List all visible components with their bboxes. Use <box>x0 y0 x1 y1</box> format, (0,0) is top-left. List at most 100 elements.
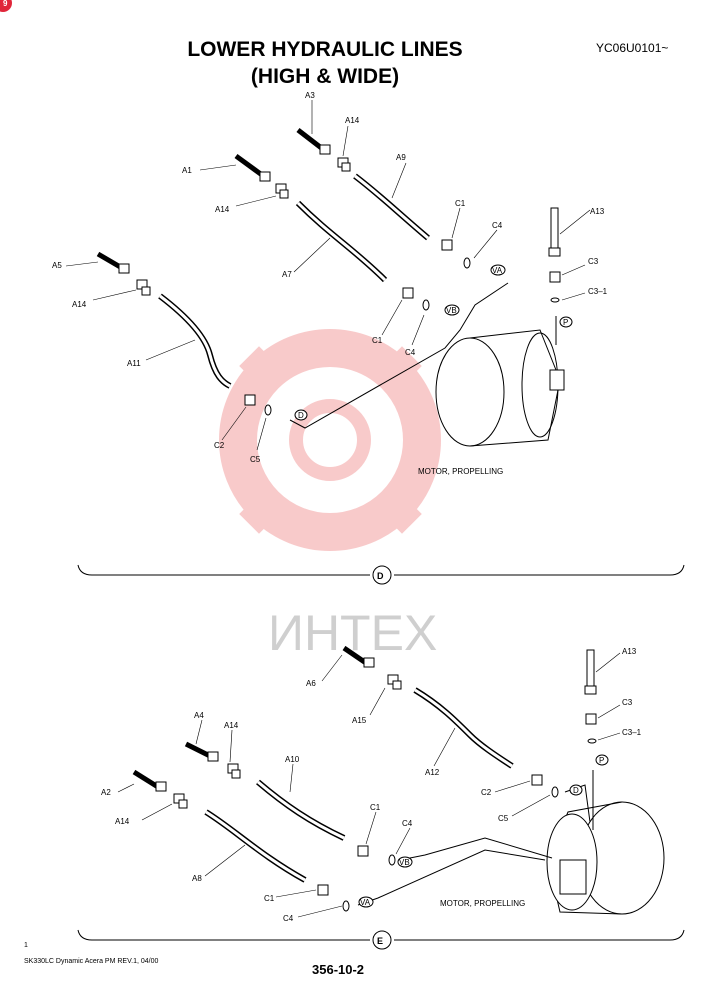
label-a14: A14 <box>224 721 239 730</box>
port-va: VA <box>360 898 371 907</box>
section-bracket-d <box>77 564 685 585</box>
label-c3: C3 <box>622 698 633 707</box>
labels-e: A6 A13 C3 C3–1 A15 A4 A14 A12 A10 C2 A2 … <box>101 647 642 923</box>
label-c1: C1 <box>372 336 383 345</box>
fitting-a14-top <box>337 157 351 172</box>
label-a14: A14 <box>345 116 360 125</box>
port-vb: VB <box>399 858 410 867</box>
label-c2: C2 <box>481 788 492 797</box>
bolt-a2 <box>132 769 167 792</box>
guide-line-e-va <box>357 849 546 906</box>
propelling-motor-e <box>546 801 665 915</box>
footer-number: 1 <box>24 942 28 949</box>
label-c3-1: C3–1 <box>622 728 642 737</box>
oring-c5 <box>264 404 272 416</box>
fitting-c1-e-upper <box>357 845 369 857</box>
label-a12: A12 <box>425 768 440 777</box>
label-a11: A11 <box>127 359 141 368</box>
page-number: 356-10-2 <box>312 962 365 977</box>
fitting-c1-lower <box>402 287 414 299</box>
diagram-e <box>117 645 665 918</box>
port-d: D <box>298 411 304 420</box>
hose-a7 <box>295 200 388 283</box>
label-c4: C4 <box>405 348 416 357</box>
label-c2: C2 <box>214 441 225 450</box>
hose-a11 <box>158 293 232 389</box>
oring-c4-e-lower <box>342 900 350 912</box>
ports-e <box>358 754 609 908</box>
label-c3: C3 <box>588 257 599 266</box>
label-a4: A4 <box>194 711 204 720</box>
label-a7: A7 <box>282 270 292 279</box>
bolt-a3 <box>296 128 331 155</box>
diagram-d <box>65 100 591 451</box>
label-a10: A10 <box>285 755 300 764</box>
hose-a8 <box>204 809 307 883</box>
guide-line-d <box>289 282 509 429</box>
sensor-a13-e <box>584 649 597 744</box>
fitting-c1-upper <box>441 239 453 251</box>
section-d-label: D <box>377 571 384 581</box>
label-c5: C5 <box>250 455 261 464</box>
label-a13: A13 <box>622 647 637 656</box>
page-title-line2: (HIGH & WIDE) <box>250 65 400 88</box>
label-c3-1: C3–1 <box>588 287 608 296</box>
model-code: YC06U0101~ <box>596 41 669 55</box>
sensor-a13 <box>548 207 561 303</box>
motor-label-e: MOTOR, PROPELLING <box>440 899 525 908</box>
ports-d <box>294 264 573 421</box>
fitting-a14-e-top <box>227 763 241 779</box>
label-c1: C1 <box>264 894 275 903</box>
port-p: P <box>563 318 568 327</box>
oring-c4-e-upper <box>388 854 396 866</box>
bolt-a1 <box>234 153 271 182</box>
label-a15: A15 <box>352 716 367 725</box>
label-a14: A14 <box>115 817 130 826</box>
oring-c5-e <box>551 786 559 798</box>
hose-a12 <box>413 687 514 769</box>
watermark-gear-logo <box>219 329 441 551</box>
propelling-motor-d <box>435 329 565 447</box>
footer-doc: SK330LC Dynamic Acera PM REV.1, 04/00 <box>24 958 159 965</box>
port-va: VA <box>492 266 503 275</box>
label-a14: A14 <box>72 300 87 309</box>
label-c5: C5 <box>498 814 509 823</box>
fitting-a14-mid <box>275 183 289 199</box>
motor-label-d: MOTOR, PROPELLING <box>418 467 503 476</box>
label-a1: A1 <box>182 166 192 175</box>
section-bracket-e <box>77 929 685 950</box>
fitting-a15 <box>387 674 402 690</box>
bolt-a5 <box>96 251 130 274</box>
fitting-c2-e <box>531 774 543 786</box>
label-a14: A14 <box>215 205 230 214</box>
label-a6: A6 <box>306 679 316 688</box>
corner-badge-text: 9 <box>3 0 8 8</box>
label-c4: C4 <box>402 819 413 828</box>
label-c4: C4 <box>283 914 294 923</box>
fitting-a14-e-left <box>173 793 188 809</box>
label-c4: C4 <box>492 221 503 230</box>
label-a5: A5 <box>52 261 62 270</box>
fitting-c2 <box>244 394 256 406</box>
label-a13: A13 <box>590 207 605 216</box>
section-e-label: E <box>377 936 383 946</box>
label-c1: C1 <box>370 803 381 812</box>
fitting-c1-e-lower <box>317 884 329 896</box>
port-d: D <box>573 786 579 795</box>
leader-lines-e <box>117 652 621 918</box>
label-a8: A8 <box>192 874 202 883</box>
guide-line-e-vb <box>399 837 553 861</box>
label-a9: A9 <box>396 153 406 162</box>
label-a3: A3 <box>305 91 315 100</box>
bolt-a4 <box>184 741 219 762</box>
hose-a9 <box>353 173 430 241</box>
labels-d: A3 A14 A9 A1 A14 C1 C4 A13 C3 C3–1 A5 A1… <box>52 91 608 476</box>
oring-c4-upper <box>463 257 471 269</box>
label-a2: A2 <box>101 788 111 797</box>
oring-c4-lower <box>422 299 430 311</box>
leader-lines-d <box>65 100 591 451</box>
page-title-line1: LOWER HYDRAULIC LINES <box>187 38 463 61</box>
fitting-a14-left <box>136 279 151 296</box>
bolt-a6 <box>342 645 375 668</box>
